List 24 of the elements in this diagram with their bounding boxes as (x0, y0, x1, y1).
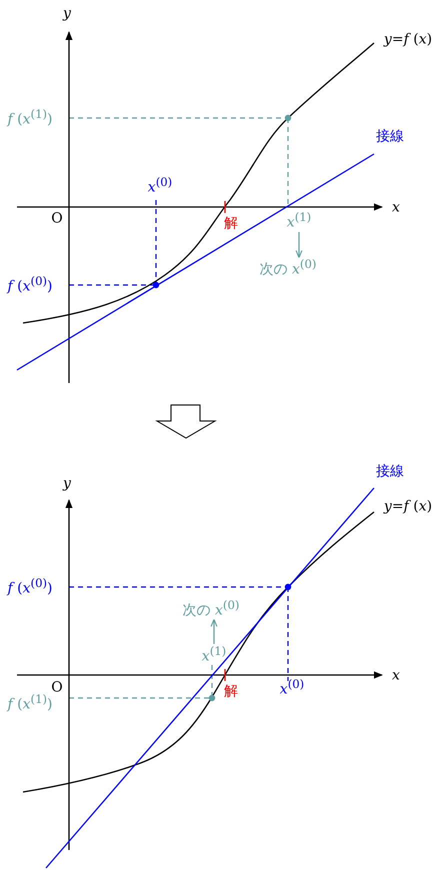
solution-label: 解 (224, 216, 238, 232)
axis-label: y (63, 6, 71, 22)
value-label: f (x$^{(0)}$) (8, 274, 52, 296)
axis-label: y (63, 476, 71, 492)
tick-label: x$^{(1)}$ (286, 210, 312, 232)
note-label: 次の x$^{(0)}$ (260, 258, 316, 278)
arrow (210, 618, 218, 644)
tangent-label: 接線 (376, 129, 404, 145)
solution-label: 解 (224, 684, 238, 700)
tick-label: x$^{(0)}$ (280, 678, 304, 698)
axis-label: x (392, 200, 400, 216)
value-label: f (x$^{(1)}$) (8, 108, 52, 128)
origin-label: O (51, 680, 63, 696)
value-label: f (x$^{(0)}$) (8, 576, 52, 598)
curve-label: y=f (x) (384, 499, 432, 515)
tangent-label: 接線 (376, 464, 404, 480)
tick-label: x$^{(1)}$ (202, 644, 226, 666)
origin-label: O (51, 211, 63, 227)
value-label: f (x$^{(1)}$) (8, 692, 52, 714)
tick-label: x$^{(0)}$ (148, 176, 172, 196)
arrow (296, 232, 302, 258)
axis-label: x (392, 668, 400, 684)
note-label: 次の x$^{(0)}$ (182, 598, 240, 620)
curve-label: y=f (x) (384, 32, 432, 48)
